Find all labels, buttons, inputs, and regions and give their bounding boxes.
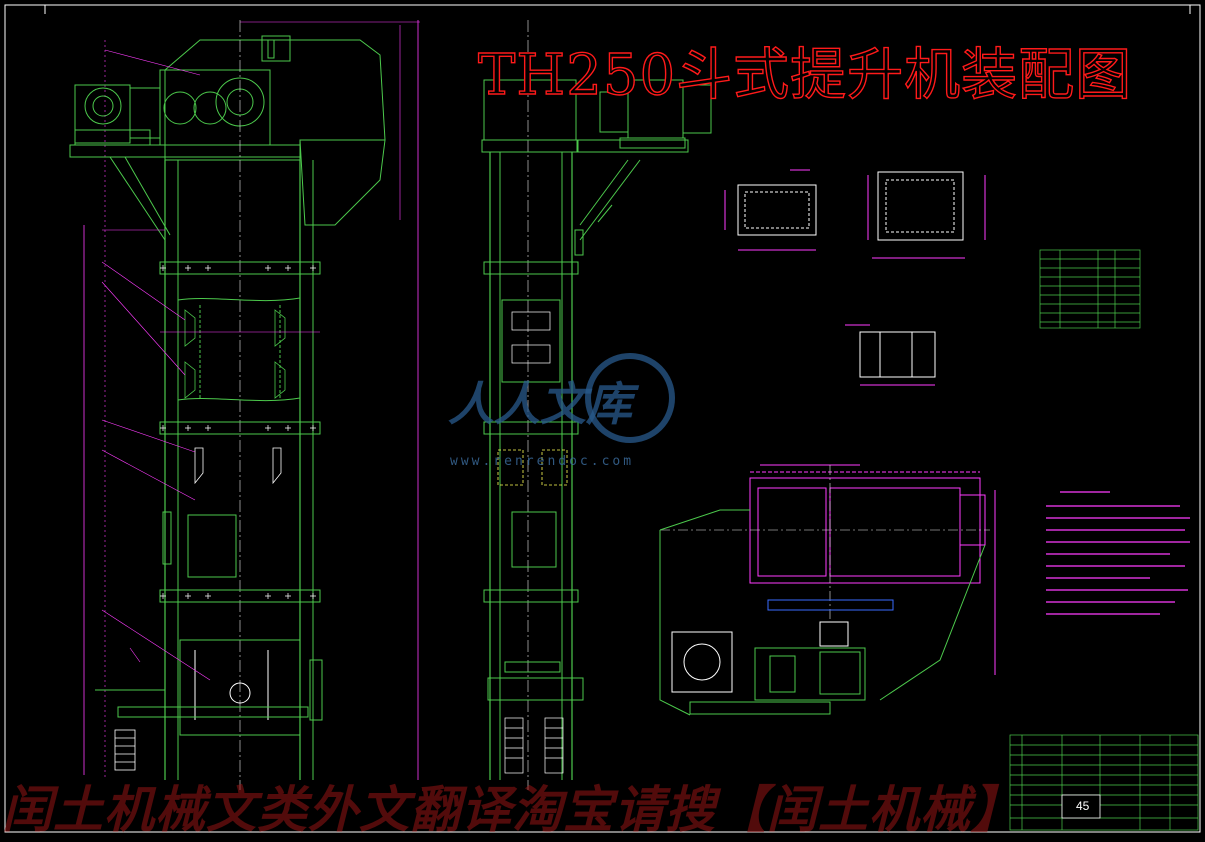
technical-notes [1046, 491, 1190, 615]
watermark-banner: 闰土机械文类外文翻译淘宝请搜【闰土机械】 [2, 781, 1022, 839]
watermark-name: 人人文库 [448, 377, 632, 431]
buckets-upper [184, 309, 286, 399]
side-view [481, 20, 712, 790]
boot-tension-springs [114, 729, 136, 771]
plan-view [659, 464, 996, 716]
title-block [1009, 734, 1199, 831]
watermark-logo [585, 353, 675, 443]
front-view [69, 20, 420, 790]
side-drive-motor [577, 79, 712, 153]
section-view-b [867, 171, 986, 259]
casing-flanges [159, 261, 321, 603]
inspection-door [187, 514, 237, 578]
side-bucket-highlight [497, 449, 568, 486]
section-view-a [724, 169, 817, 251]
spec-table [1039, 249, 1141, 329]
watermark-url: www.renrendoc.com [450, 454, 635, 469]
section-view-c [845, 324, 936, 386]
drawing-title: TH250斗式提升机装配图 [477, 42, 1133, 108]
sheet-number: 45 [1076, 799, 1090, 813]
sheet-border [4, 4, 1201, 833]
drive-motor [74, 69, 271, 146]
side-boot-springs [504, 717, 564, 774]
